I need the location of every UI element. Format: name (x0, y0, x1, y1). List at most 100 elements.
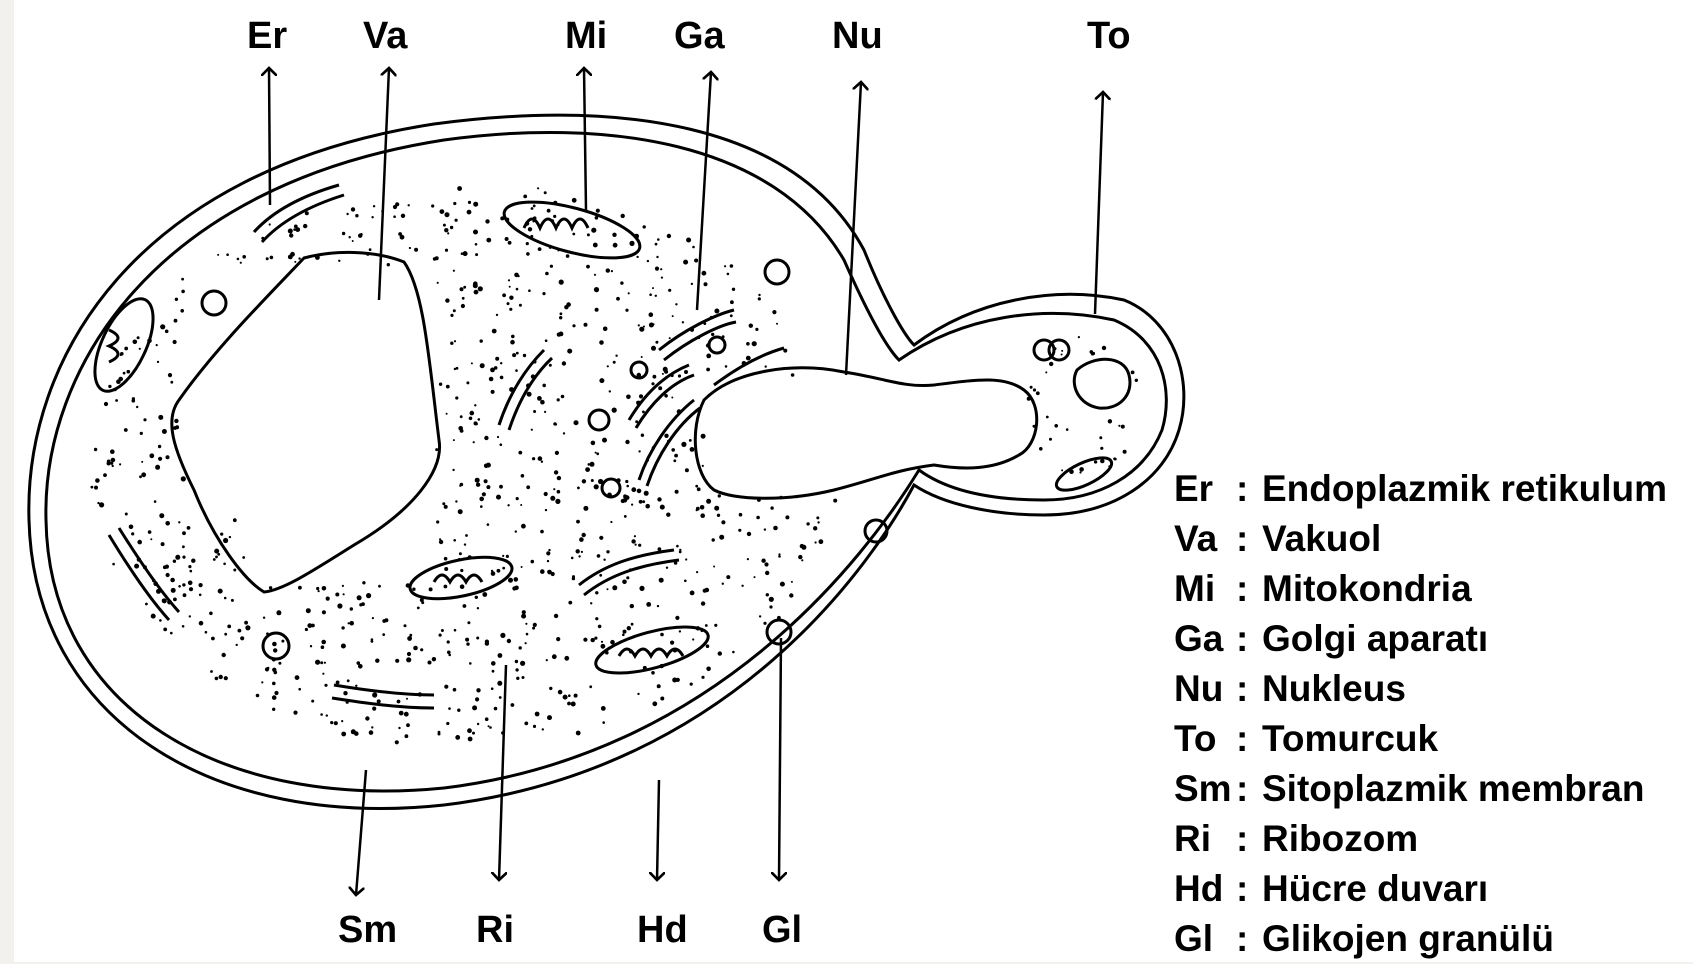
ribosome-dot (147, 339, 152, 344)
ribosome-dot (703, 322, 706, 325)
legend-row: Va:Vakuol (1174, 514, 1693, 564)
ribosome-dot (528, 289, 531, 292)
ribosome-dot (514, 586, 519, 591)
ribosome-dot (544, 411, 546, 413)
ribosome-dot (473, 202, 478, 207)
ribosome-dot (491, 687, 494, 690)
ribosome-dot (564, 656, 569, 661)
ribosome-dot (181, 278, 184, 281)
ribosome-dot (382, 619, 386, 623)
label-ri: Ri (476, 909, 514, 951)
legend-text: Glikojen granülü (1262, 914, 1554, 964)
ribosome-dot (576, 731, 581, 736)
ribosome-dot (189, 615, 191, 617)
ribosome-dot (315, 255, 320, 260)
ribosome-dot (369, 730, 374, 735)
ribosome-dot (671, 397, 673, 399)
ribosome-dot (642, 411, 645, 414)
ribosome-dot (489, 377, 494, 382)
ribosome-dot (348, 622, 350, 624)
ribosome-dot (741, 585, 743, 587)
ribosome-dot (397, 700, 401, 704)
ribosome-dot (482, 592, 487, 597)
ribosome-dot (537, 396, 542, 401)
ribosome-dot (535, 712, 540, 717)
ribosome-dot (470, 411, 475, 416)
ribosome-dot (444, 557, 448, 561)
ribosome-dot (639, 586, 644, 591)
ribosome-dot (461, 252, 464, 255)
ribosome-dot (162, 429, 167, 434)
ribosome-dot (542, 384, 546, 388)
ribosome-dot (170, 381, 173, 384)
ribosome-dot (454, 340, 456, 342)
ribosome-dot (298, 257, 300, 259)
ribosome-dot (94, 448, 97, 451)
ribosome-dot (531, 560, 535, 564)
ribosome-dot (341, 720, 343, 722)
ribosome-dot (644, 491, 649, 496)
ribosome-dot (269, 586, 272, 589)
ribosome-dot (656, 256, 658, 258)
ribosome-dot (710, 316, 713, 319)
ribosome-dot (521, 524, 526, 529)
ribosome-dot (669, 337, 671, 339)
ribosome-dot (465, 534, 468, 537)
ribosome-dot (635, 420, 638, 423)
ribosome-dot (156, 589, 161, 594)
ribosome-dot (706, 499, 711, 504)
ribosome-dot (577, 487, 580, 490)
ribosome-dot (1135, 379, 1138, 382)
ribosome-dot (714, 624, 717, 627)
legend-abbr: Va (1174, 514, 1236, 564)
ribosome-dot (615, 355, 617, 357)
ribosome-dot (469, 662, 472, 665)
ribosome-dot (472, 732, 475, 735)
ribosome-dot (652, 701, 657, 706)
label-hd: Hd (637, 909, 688, 951)
ribosome-dot (473, 441, 475, 443)
ribosome-dot (494, 707, 498, 711)
ribosome-dot (154, 500, 157, 503)
ribosome-dot (758, 294, 760, 296)
ribosome-dot (163, 628, 167, 632)
ribosome-dot (706, 368, 710, 372)
ribosome-dot (626, 485, 629, 488)
ribosome-dot (555, 423, 557, 425)
ribosome-dot (690, 447, 695, 452)
ribosome-dot (599, 574, 602, 577)
ribosome-dot (110, 449, 115, 454)
ribosome-dot (638, 450, 640, 452)
ribosome-dot (690, 328, 694, 332)
ribosome-dot (553, 215, 556, 218)
ribosome-dot (682, 321, 684, 323)
ribosome-dot (406, 698, 408, 700)
ribosome-dot (166, 455, 170, 459)
ribosome-dot (1123, 450, 1127, 454)
ribosome-dot (479, 497, 484, 502)
ribosome-dot (1118, 425, 1120, 427)
ribosome-dot (587, 233, 590, 236)
ribosome-dot (548, 549, 550, 551)
ribosome-dot (443, 224, 446, 227)
ribosome-dot (730, 264, 734, 268)
ribosome-dot (1033, 388, 1036, 391)
ribosome-dot (730, 314, 733, 317)
ribosome-dot (607, 588, 609, 590)
ribosome-dot (288, 229, 293, 234)
ribosome-dot (601, 706, 606, 711)
ribosome-dot (318, 590, 320, 592)
ribosome-dot (641, 356, 643, 358)
ribosome-dot (675, 616, 679, 620)
ribosome-dot (555, 499, 560, 504)
ribosome-dot (660, 268, 662, 270)
ribosome-dot (606, 550, 609, 553)
legend-abbr: To (1174, 714, 1236, 764)
ribosome-dot (466, 381, 469, 384)
ribosome-dot (722, 583, 724, 585)
ribosome-dot (182, 556, 185, 559)
ribosome-dot (223, 538, 228, 543)
ribosome-dot (450, 226, 453, 229)
ribosome-dot (289, 233, 293, 237)
ribosome-dot (127, 370, 131, 374)
